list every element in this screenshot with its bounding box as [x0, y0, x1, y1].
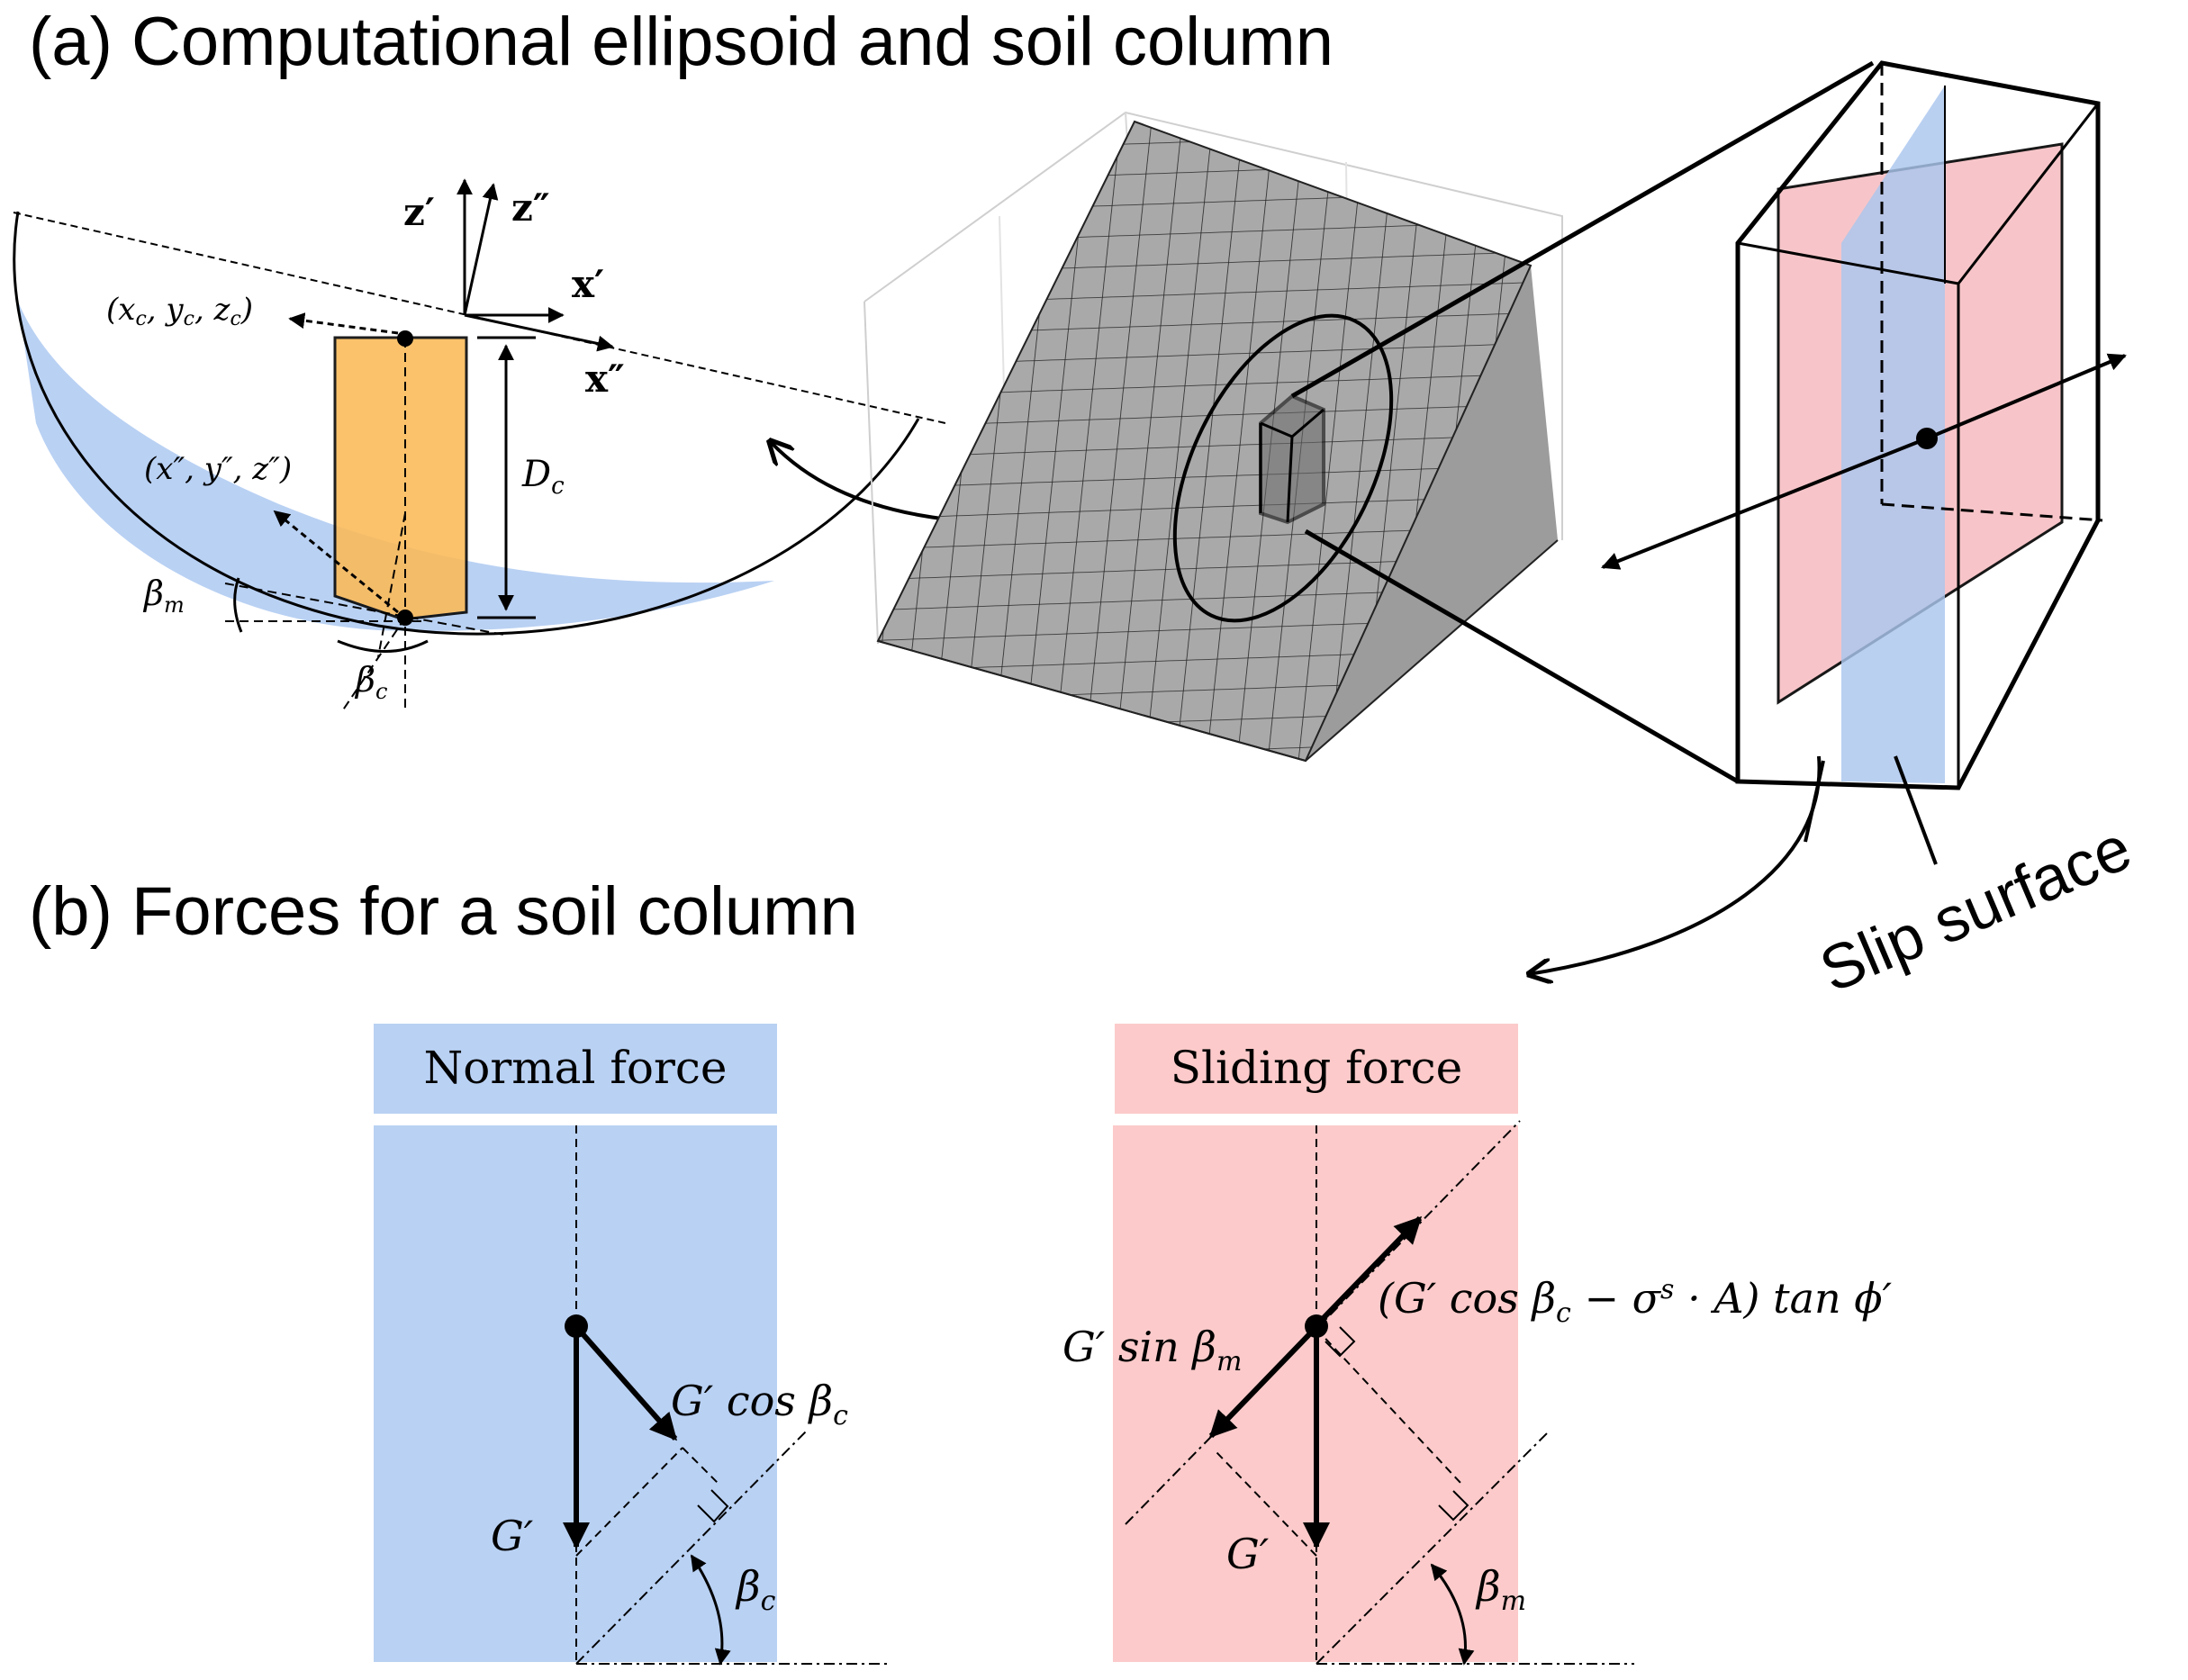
sliding-component-label: G′ sin βm	[1062, 1323, 1242, 1377]
slip-surface-label: Slip surface	[1810, 812, 2140, 1006]
resisting-force-label: (G′ cos βc − σs · A) tan ϕ′	[1378, 1274, 1893, 1329]
panel-b-title: (b) Forces for a soil column	[29, 873, 858, 950]
ellipsoid-cross-section	[13, 211, 946, 636]
soil-column-section	[224, 330, 505, 712]
sliding-force-header: Sliding force	[1171, 1042, 1462, 1094]
sliding-angle-label: βm	[1475, 1562, 1526, 1617]
normal-component-label: G′ cos βc	[671, 1377, 848, 1432]
bottom-point-label: (x″, y″, z″)	[144, 451, 292, 487]
axis-z-prime-label: z′	[403, 190, 435, 234]
normal-force-panel: Normal force G′ cos βc G′ βc	[374, 1024, 891, 1666]
zoom-arrow-forces	[1529, 755, 1822, 974]
slope-3d-plot	[863, 111, 1563, 763]
sliding-force-panel: Sliding force G′ sin βm (G′ cos βc − σs …	[1062, 1024, 1893, 1666]
depth-label: Dc	[521, 454, 565, 500]
axis-x-dprime-label: x″	[585, 357, 625, 401]
normal-force-header: Normal force	[424, 1042, 728, 1094]
normal-angle-label: βc	[735, 1562, 776, 1617]
beta-m-label: βm	[142, 574, 185, 618]
sliding-weight-label: G′	[1226, 1530, 1270, 1578]
panel-a-title: (a) Computational ellipsoid and soil col…	[29, 4, 1334, 80]
depth-dimension: Dc	[477, 336, 565, 619]
point-annotations: (xc, yc, zc) (x″, y″, z″) βm βc	[106, 292, 399, 704]
axis-x-prime-label: x′	[572, 262, 604, 306]
coordinate-axes: z′ z″ x′ x″	[403, 178, 625, 401]
enlarged-soil-column	[1601, 60, 2127, 865]
axis-z-dprime-label: z″	[511, 185, 550, 230]
center-point-label: (xc, yc, zc)	[106, 292, 253, 330]
beta-c-label: βc	[354, 660, 387, 704]
zoom-connector-lines	[1290, 60, 1875, 784]
normal-weight-label: G′	[491, 1512, 534, 1560]
